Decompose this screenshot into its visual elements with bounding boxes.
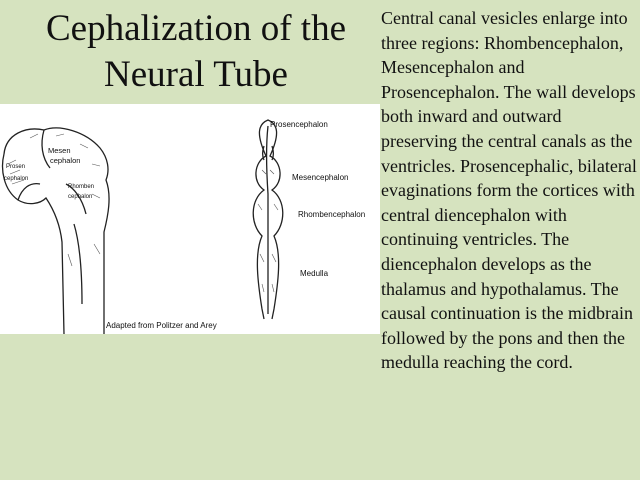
neural-tube-figure: Mesen cephalon Prosen cephalon Rhomben c… [0,104,380,334]
lateral-brain-illustration [1,127,110,334]
label-rhomben: Rhomben [68,184,95,190]
title-line-2: Neural Tube [104,54,288,95]
label-prosen: Prosen [6,164,26,170]
label-prosen-cephalon: cephalon [4,176,29,182]
label-mesen-cephalon: cephalon [50,156,81,165]
neural-tube-drawing [1,119,284,334]
label-rhombencephalon: Rhombencephalon [298,210,366,219]
label-mesencephalon: Mesencephalon [292,173,349,182]
dorsal-tube-illustration [252,119,284,320]
label-mesen: Mesen [48,146,71,155]
label-rhomben-cephalon: cephalon [68,194,93,200]
slide-title: Cephalization of the Neural Tube [0,6,392,98]
title-line-1: Cephalization of the [45,8,346,49]
figure-caption: Adapted from Politzer and Arey [106,321,217,330]
label-medulla: Medulla [300,269,329,278]
label-prosencephalon: Prosencephalon [270,120,328,129]
dorsal-tube-hatching [257,169,279,293]
body-paragraph: Central canal vesicles enlarge into thre… [381,8,637,373]
lateral-brain-hatching [7,133,101,267]
